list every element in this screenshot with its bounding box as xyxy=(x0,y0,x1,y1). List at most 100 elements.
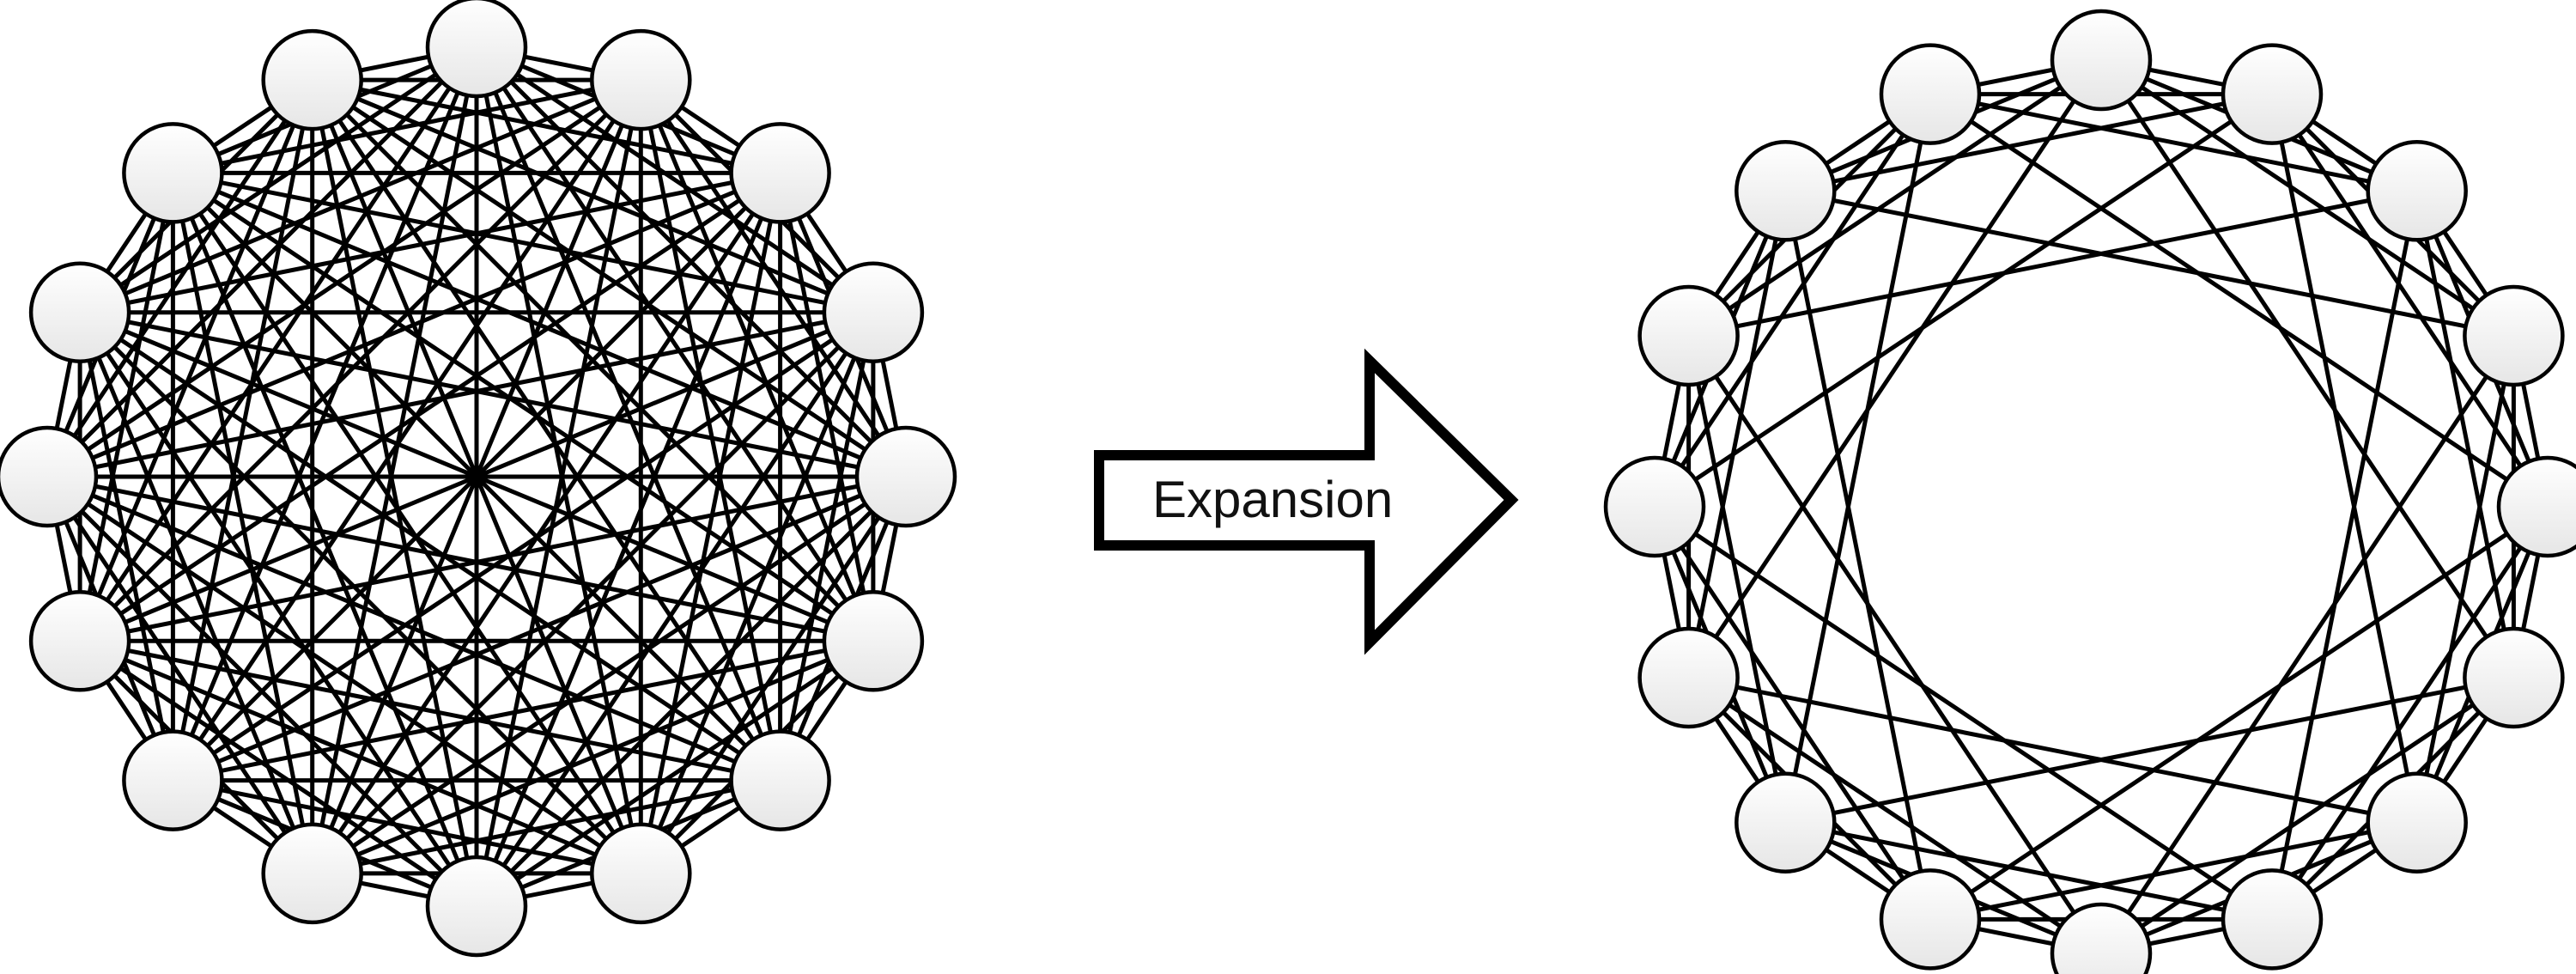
expander-graph-node xyxy=(2050,902,2153,974)
complete-graph-edge xyxy=(170,77,643,783)
complete-graph-node xyxy=(261,28,363,131)
complete-graph-edge xyxy=(170,170,315,876)
complete-graph-node xyxy=(28,590,131,692)
complete-graph-edge xyxy=(45,474,315,876)
expander-graph-edge xyxy=(1783,188,2516,338)
complete-graph-edge xyxy=(77,310,908,479)
complete-graph-edge xyxy=(45,310,876,479)
expander-graph-node xyxy=(2050,9,2153,112)
expander-graph-node xyxy=(1637,626,1740,729)
complete-graph-edge xyxy=(778,310,876,783)
complete-graph-node xyxy=(122,122,224,224)
complete-graph-edge xyxy=(310,45,479,876)
complete-graph xyxy=(0,0,957,958)
expander-graph-edge xyxy=(1928,92,2420,193)
expander-graph xyxy=(1603,9,2576,974)
expander-graph-edge xyxy=(1928,820,2420,922)
expander-graph-edge xyxy=(1686,58,2104,338)
complete-graph-edge xyxy=(310,77,783,783)
expander-graph-edge xyxy=(1686,188,1788,680)
complete-graph-node xyxy=(590,28,692,131)
expander-graph-edge xyxy=(1783,92,2275,193)
complete-graph-edge xyxy=(77,638,479,909)
expander-graph-node xyxy=(2366,140,2468,242)
complete-graph-edge xyxy=(45,77,315,479)
expander-graph-node xyxy=(2496,455,2576,558)
complete-graph-edge xyxy=(170,170,643,876)
complete-graph-edge xyxy=(474,638,876,909)
expander-graph-edge xyxy=(2415,333,2516,825)
complete-graph-edge xyxy=(170,170,908,479)
complete-graph-edge xyxy=(45,474,876,643)
complete-graph-node xyxy=(425,0,528,99)
complete-graph-edge xyxy=(77,77,315,643)
complete-graph-edge xyxy=(310,77,876,643)
complete-graph-edge xyxy=(638,474,908,876)
expander-graph-node xyxy=(1735,140,1837,242)
complete-graph-edge xyxy=(474,77,643,909)
expander-graph-node xyxy=(1637,284,1740,387)
expander-graph-edge xyxy=(1652,92,2275,509)
complete-graph-edge xyxy=(77,45,479,315)
complete-graph-edge xyxy=(170,77,315,783)
expander-graph-edge xyxy=(2415,188,2516,680)
complete-graph-node xyxy=(122,729,224,831)
complete-graph-edge xyxy=(45,474,643,876)
complete-graph-node xyxy=(590,822,692,925)
complete-graph-node xyxy=(729,122,831,224)
complete-graph-edge xyxy=(310,77,908,479)
complete-graph-edge xyxy=(77,310,315,876)
expander-graph-edge xyxy=(2269,504,2550,922)
expander-graph-node xyxy=(1735,771,1837,874)
expander-graph-node xyxy=(2221,43,2324,145)
complete-graph-node xyxy=(822,261,925,363)
complete-graph-edge xyxy=(77,474,908,643)
complete-graph-edge xyxy=(310,778,783,876)
expander-graph-edge xyxy=(1686,333,1788,825)
expander-graph-node xyxy=(1879,43,1982,145)
complete-graph-node xyxy=(0,425,99,528)
complete-graph-edge xyxy=(474,45,643,876)
expander-graph-edge xyxy=(1652,92,1933,509)
expander-graph-edge xyxy=(1928,92,2550,509)
expansion-label: Expansion xyxy=(1152,471,1393,528)
complete-graph-node xyxy=(425,855,528,958)
expander-graph-edge xyxy=(1686,675,2104,956)
expansion-arrow-shape xyxy=(1094,348,1519,655)
expander-graph-node xyxy=(1603,455,1706,558)
expander-graph-nodes xyxy=(1603,9,2576,974)
complete-graph-edge xyxy=(170,778,643,876)
complete-graph-edge xyxy=(310,77,783,175)
complete-graph-node xyxy=(822,590,925,692)
complete-graph-node xyxy=(28,261,131,363)
expander-graph-edge xyxy=(1686,188,2420,338)
complete-graph-node xyxy=(729,729,831,831)
expander-graph-edge xyxy=(2099,675,2516,956)
complete-graph-edge xyxy=(170,77,643,175)
expander-graph-node xyxy=(2463,626,2565,729)
complete-graph-edge xyxy=(77,170,175,643)
complete-graph-edge xyxy=(77,310,479,909)
complete-graph-edge xyxy=(638,77,908,479)
expander-graph-edge xyxy=(1783,820,2275,922)
expander-graph-node xyxy=(2463,284,2565,387)
complete-graph-edge xyxy=(170,310,876,783)
expander-graph-edge xyxy=(2099,58,2516,338)
complete-graph-edge xyxy=(778,170,876,643)
complete-graph-edge xyxy=(77,170,783,643)
complete-graph-nodes xyxy=(0,0,957,958)
expander-graph-edge xyxy=(2269,92,2550,509)
complete-graph-edge xyxy=(77,310,783,783)
complete-graph-edge xyxy=(310,77,643,876)
expander-graph-edge xyxy=(1652,504,1933,922)
complete-graph-edge xyxy=(310,170,783,876)
expander-graph-node xyxy=(2221,868,2324,971)
complete-graph-edge xyxy=(310,77,876,315)
complete-graph-edge xyxy=(474,45,876,315)
complete-graph-node xyxy=(854,425,957,528)
complete-graph-edge xyxy=(170,170,876,643)
expander-graph-node xyxy=(2366,771,2468,874)
complete-graph-edge xyxy=(77,310,175,783)
complete-graph-node xyxy=(261,822,363,925)
